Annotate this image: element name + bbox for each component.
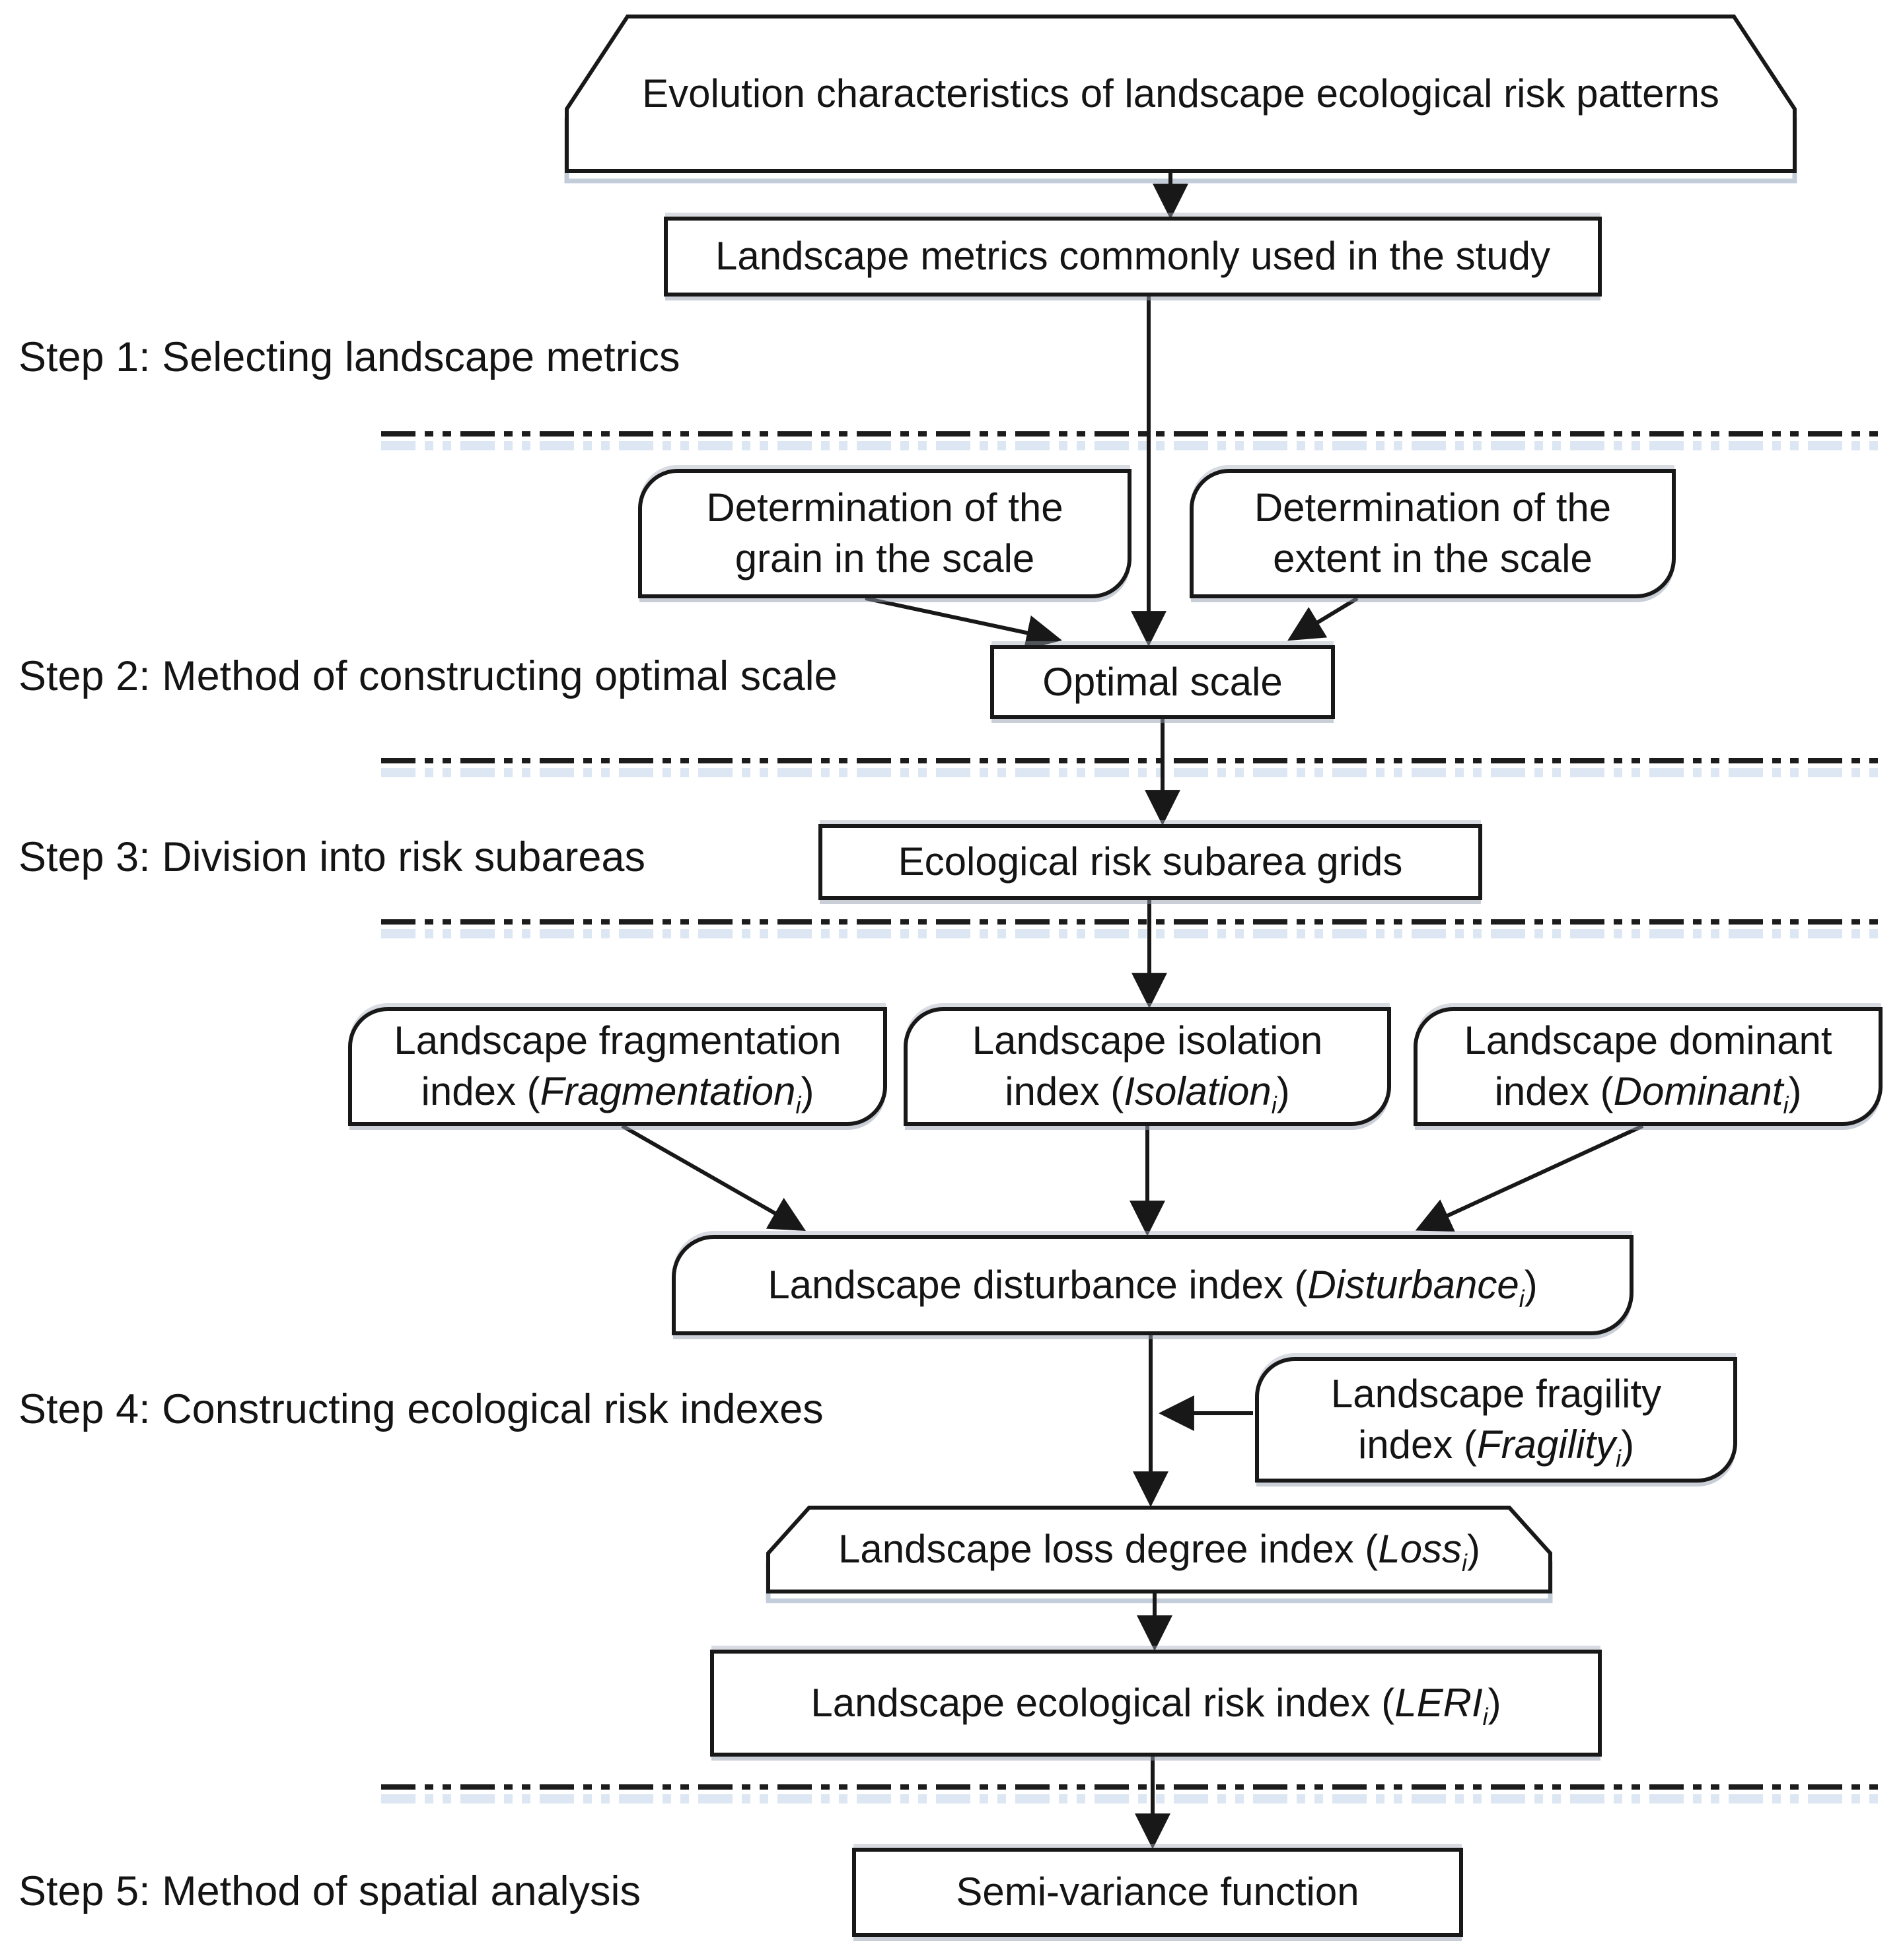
evolution-shape — [565, 15, 1797, 173]
node-label: Landscape disturbance index (Disturbance… — [768, 1262, 1538, 1312]
section-dividers — [381, 431, 1879, 1803]
node-ecological-risk-index: Landscape ecological risk index (LERIi) — [710, 1650, 1602, 1757]
node-label: Landscape metrics commonly used in the s… — [715, 234, 1550, 279]
arrow-fragmentation-to-disturbance — [621, 1124, 807, 1232]
node-label: Ecological risk subarea grids — [898, 839, 1403, 884]
loss-shape — [766, 1506, 1552, 1593]
flow-arrows — [621, 173, 1644, 1850]
arrow-extent-to-optimal — [1287, 596, 1359, 641]
beveled-shapes — [564, 15, 1797, 1603]
arrow-grain-to-optimal — [865, 596, 1062, 650]
node-label: Landscape loss degree index (Lossi) — [838, 1527, 1480, 1577]
node-label: Optimal scale — [1042, 659, 1283, 704]
node-evolution-characteristics: Evolution characteristics of landscape e… — [565, 15, 1797, 173]
step3-label: Step 3: Division into risk subareas — [18, 834, 645, 880]
node-disturbance-index: Landscape disturbance index (Disturbance… — [672, 1235, 1634, 1335]
step4-label: Step 4: Constructing ecological risk ind… — [18, 1386, 824, 1432]
arrow-dominant-to-disturbance — [1415, 1124, 1644, 1232]
step1-label: Step 1: Selecting landscape metrics — [18, 334, 680, 380]
node-label: Evolution characteristics of landscape e… — [642, 71, 1719, 116]
step5-label: Step 5: Method of spatial analysis — [18, 1868, 641, 1914]
node-label: Semi-variance function — [956, 1870, 1359, 1914]
node-loss-degree-index: Landscape loss degree index (Lossi) — [768, 1508, 1550, 1592]
node-optimal-scale: Optimal scale — [990, 645, 1335, 719]
node-label: Landscape ecological risk index (LERIi) — [810, 1680, 1501, 1730]
node-risk-subarea-grids: Ecological risk subarea grids — [818, 824, 1482, 900]
node-semivariance-function: Semi-variance function — [852, 1848, 1463, 1937]
step2-label: Step 2: Method of constructing optimal s… — [18, 653, 838, 699]
node-landscape-metrics: Landscape metrics commonly used in the s… — [664, 217, 1602, 297]
